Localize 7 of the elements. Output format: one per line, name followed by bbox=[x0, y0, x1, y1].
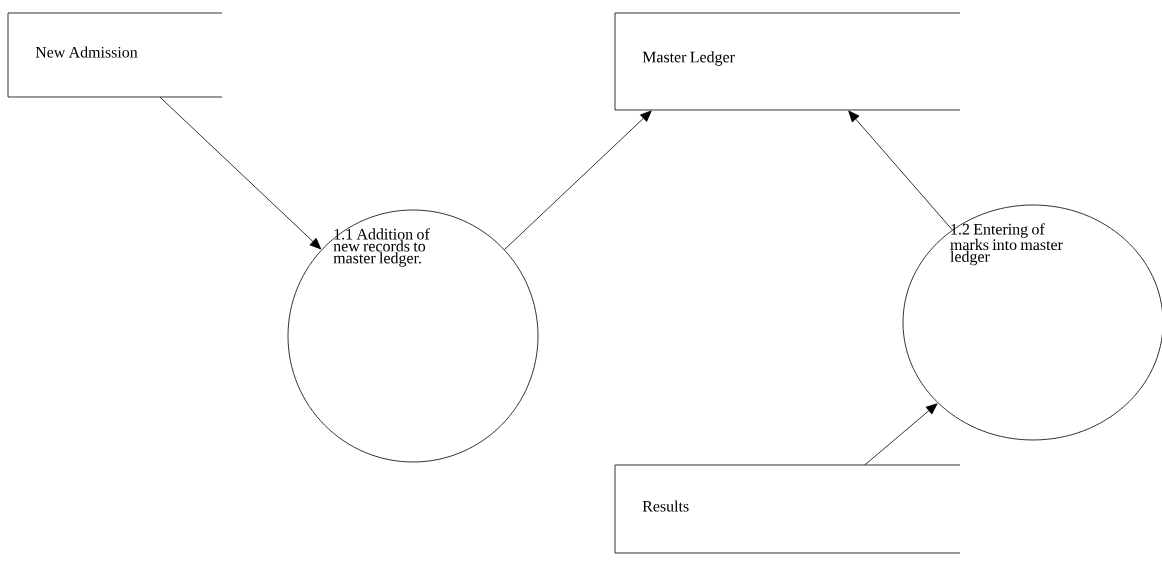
arrow bbox=[848, 110, 953, 231]
entity-box: New Admission bbox=[7, 12, 223, 98]
arrow bbox=[504, 110, 652, 250]
entity-box: Results bbox=[614, 464, 961, 554]
arrow bbox=[864, 403, 938, 466]
entity-box: Master Ledger bbox=[614, 12, 961, 111]
arrow bbox=[159, 96, 322, 250]
